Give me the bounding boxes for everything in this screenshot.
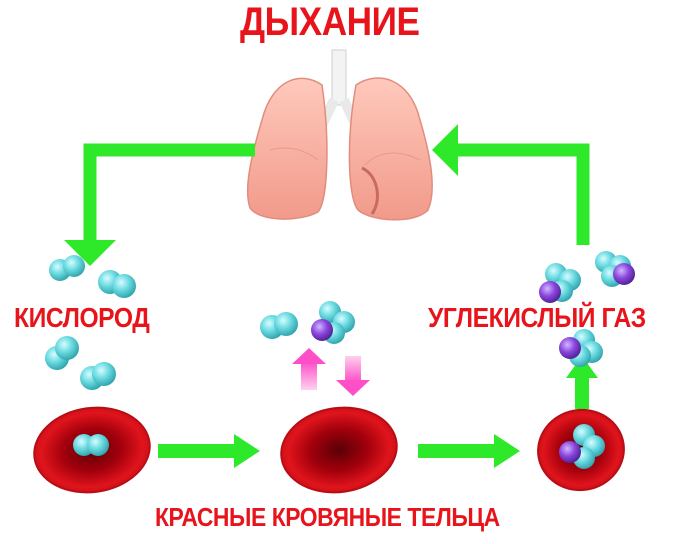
oxygen-molecule	[260, 312, 298, 339]
lungs-icon	[246, 49, 433, 221]
red-blood-cell-2	[280, 406, 398, 494]
oxygen-molecule	[49, 255, 85, 281]
carbon-dioxide-molecule	[539, 263, 581, 303]
carbon-dioxide-molecule	[311, 301, 355, 344]
co2-release-arrow	[566, 356, 598, 409]
carbon-dioxide-label: УГЛЕКИСЛЫЙ ГАЗ	[428, 302, 646, 333]
oxygen-flow-arrow	[64, 143, 255, 266]
blood-flow-arrow-1	[158, 434, 260, 468]
co2-uptake-arrow	[336, 356, 370, 396]
carbon-dioxide-molecule	[559, 424, 605, 469]
blood-flow-arrow-2	[418, 434, 520, 468]
oxygen-label: КИСЛОРОД	[14, 302, 150, 333]
oxygen-molecule	[45, 336, 79, 370]
page-title: ДЫХАНИЕ	[240, 0, 420, 44]
carbon-dioxide-molecule	[559, 329, 603, 367]
red-blood-cells-label: КРАСНЫЕ КРОВЯНЫЕ ТЕЛЬЦА	[155, 502, 500, 532]
co2-flow-arrow	[432, 124, 590, 245]
oxygen-molecule	[98, 270, 136, 298]
oxygen-release-arrow	[292, 348, 326, 390]
oxygen-molecule	[73, 434, 109, 456]
oxygen-molecule	[80, 362, 116, 390]
carbon-dioxide-molecule	[595, 251, 635, 287]
